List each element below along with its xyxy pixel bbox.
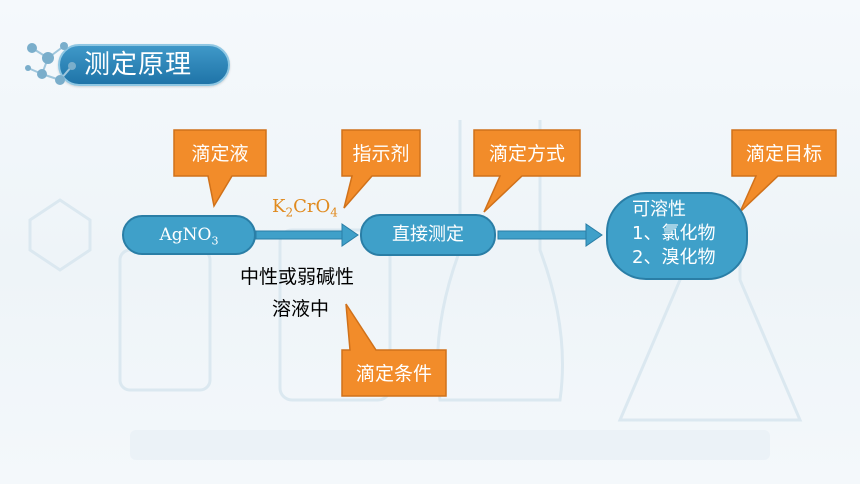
node-reagent-label: AgNO3 xyxy=(122,215,256,255)
callout-titrant: 滴定液 xyxy=(191,143,249,165)
target-line-2: 1、氯化物 xyxy=(632,223,716,244)
formula-cro: CrO xyxy=(293,196,331,217)
title-pill xyxy=(58,44,230,86)
reagent-formula-base: AgNO xyxy=(159,225,212,245)
node-method-label: 直接测定 xyxy=(392,224,464,245)
node-reagent xyxy=(122,215,256,255)
condition-line-2: 溶液中 xyxy=(272,298,330,320)
formula-o-sub: 4 xyxy=(330,205,338,220)
node-target xyxy=(606,192,748,280)
page-title: 测定原理 xyxy=(84,50,193,80)
target-line-3: 2、溴化物 xyxy=(632,247,716,268)
condition-line-1: 中性或弱碱性 xyxy=(240,266,355,288)
formula-k: K xyxy=(272,196,286,217)
callout-indicator: 指示剂 xyxy=(352,143,410,165)
formula-k-sub: 2 xyxy=(285,205,294,220)
callout-target: 滴定目标 xyxy=(745,143,822,165)
indicator-formula: K2CrO4 xyxy=(272,196,338,220)
callout-method: 滴定方式 xyxy=(488,143,565,165)
callout-condition: 滴定条件 xyxy=(355,363,432,385)
reagent-formula-sub: 3 xyxy=(211,234,219,248)
target-line-1: 可溶性 xyxy=(632,199,686,220)
molecule-icon xyxy=(25,42,76,85)
node-target-label: 可溶性 1、氯化物 2、溴化物 xyxy=(632,198,715,270)
node-method xyxy=(360,214,496,256)
